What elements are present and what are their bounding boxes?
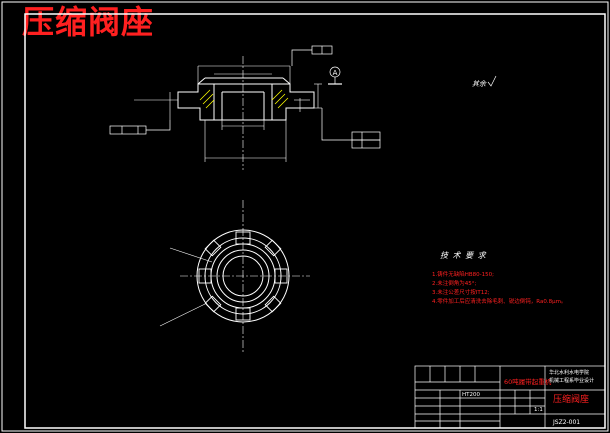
title-block (414, 365, 606, 429)
datum-label: A (333, 69, 338, 77)
tech-item-4: 4.零件加工后应清洗去除毛刺、锐边倒钝，Ra0.8μm。 (432, 297, 566, 305)
tolerance-frames (109, 45, 381, 149)
tech-item-2: 2.未注倒角为45°; (432, 279, 476, 287)
tech-heading: 技 术 要 求 (440, 251, 487, 260)
roughness-note: 其余 (472, 75, 497, 88)
title-block-project: 60吨履带起重机 (504, 377, 552, 386)
title-block-material: HT200 (462, 392, 480, 398)
title-block-drawing-no: JSZ2-001 (552, 419, 580, 426)
tech-item-1: 1.铸件无缺陷HB80-150; (432, 270, 494, 278)
title-block-dept: 机械工程系毕业设计 (549, 377, 594, 384)
title-block-school: 华北水利水电学院 (549, 369, 589, 376)
title-block-scale: 1:1 (534, 407, 543, 413)
section-view (177, 56, 315, 170)
roughness-label: 其余 (472, 80, 487, 88)
inner-border (24, 13, 606, 429)
tech-requirements: 技 术 要 求 1.铸件无缺陷HB80-150; 2.未注倒角为45°; 3.未… (432, 251, 566, 305)
tech-item-3: 3.未注公差尺寸按IT12; (432, 288, 490, 296)
plan-view (159, 200, 310, 352)
title-block-part-name: 压缩阀座 (553, 393, 589, 405)
section-dimensions (134, 65, 322, 162)
drawing-title: 压缩阀座 (22, 3, 155, 41)
datum-symbol: A (328, 66, 342, 85)
